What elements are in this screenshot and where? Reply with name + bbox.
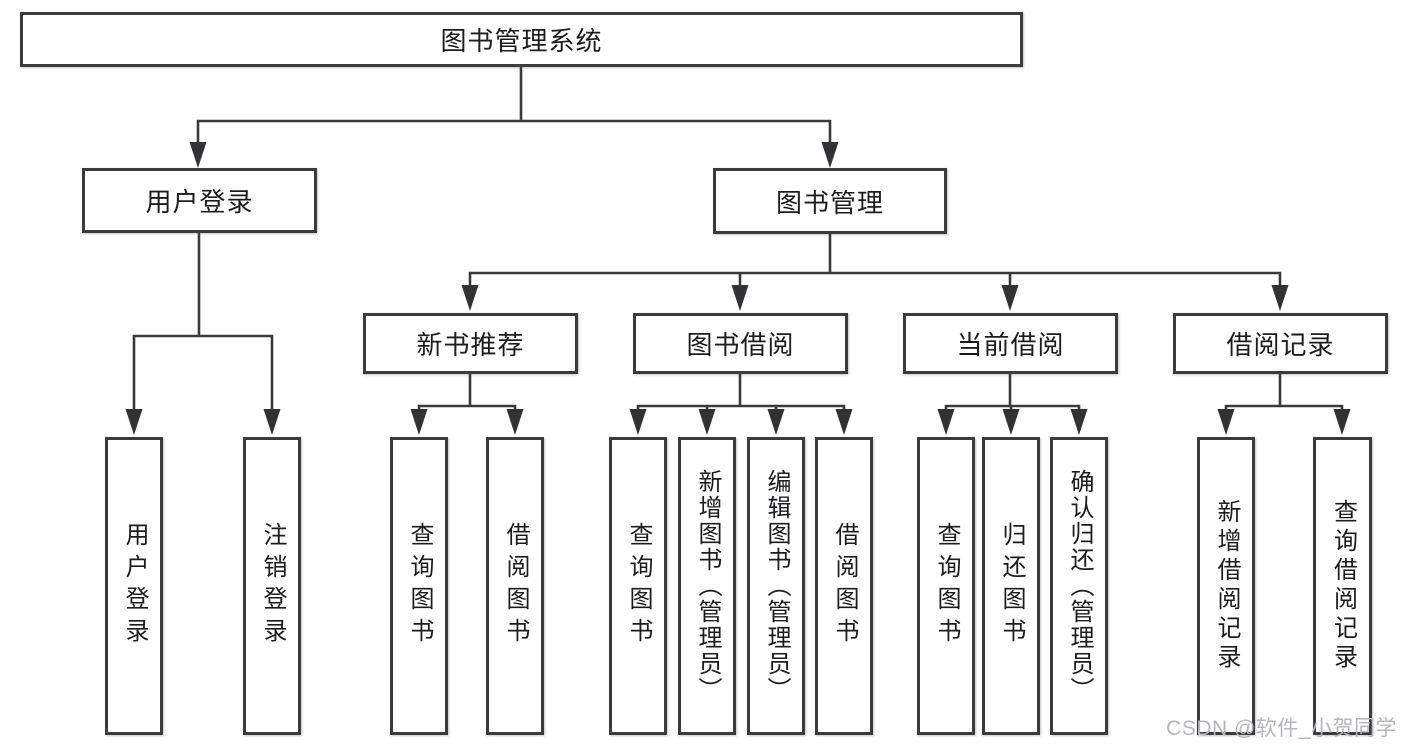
- leaf-label: 查询借阅记录: [1329, 499, 1357, 673]
- node-label: 图书管理系统: [440, 26, 603, 56]
- node-label: 当前借阅: [956, 330, 1065, 360]
- leaf-query-borrow-record: 查询借阅记录: [1313, 437, 1372, 735]
- leaf-label: 用户登录: [121, 522, 148, 650]
- leaf-confirm-return-admin: 确认归还（管理员）: [1050, 437, 1108, 735]
- leaf-label: 查询图书: [933, 522, 960, 650]
- leaf-label: 查询图书: [406, 522, 433, 650]
- leaf-label: 查询图书: [625, 522, 652, 650]
- node-label: 借阅记录: [1226, 330, 1335, 360]
- leaf-label: 注销登录: [259, 522, 286, 650]
- leaf-return-book: 归还图书: [982, 437, 1040, 735]
- node-book-borrowing: 图书借阅: [633, 313, 848, 374]
- node-root-system: 图书管理系统: [20, 12, 1023, 67]
- leaf-user-login: 用户登录: [105, 437, 163, 735]
- leaf-label: 归还图书: [998, 522, 1025, 650]
- leaf-label: 借阅图书: [502, 522, 529, 650]
- leaf-edit-book-admin: 编辑图书（管理员）: [747, 437, 805, 735]
- leaf-label: 新增借阅记录: [1213, 499, 1240, 673]
- node-label: 用户登录: [145, 187, 254, 217]
- leaf-label: 编辑图书（管理员）: [763, 469, 790, 703]
- leaf-label: 确认归还（管理员）: [1066, 469, 1093, 703]
- csdn-watermark: CSDN @软件_小贺同学: [1166, 717, 1397, 740]
- leaf-borrow-books-borrowing: 借阅图书: [815, 437, 873, 735]
- leaf-query-books-borrowing: 查询图书: [609, 437, 667, 735]
- node-label: 图书借阅: [686, 330, 795, 360]
- connector-user-login-split: [125, 233, 281, 435]
- leaf-add-book-admin: 新增图书（管理员）: [678, 437, 736, 735]
- leaf-label: 借阅图书: [831, 522, 858, 650]
- leaf-add-borrow-record: 新增借阅记录: [1197, 437, 1255, 735]
- connector-borrowing-records-split: [1217, 374, 1351, 435]
- leaf-borrow-books-recommend: 借阅图书: [486, 437, 544, 735]
- node-label: 新书推荐: [416, 330, 525, 360]
- node-book-management-branch: 图书管理: [713, 168, 947, 234]
- connector-root-split: [189, 67, 839, 168]
- leaf-label: 新增图书（管理员）: [694, 469, 721, 703]
- connector-book-borrowing-split: [629, 374, 853, 435]
- leaf-logout: 注销登录: [243, 437, 301, 735]
- node-borrowing-records: 借阅记录: [1173, 313, 1388, 374]
- connector-book-management-split: [461, 234, 1289, 311]
- connector-current-borrowing-split: [937, 374, 1088, 435]
- node-label: 图书管理: [775, 187, 884, 218]
- node-current-borrowing: 当前借阅: [903, 313, 1118, 374]
- node-new-book-recommendation: 新书推荐: [363, 313, 578, 374]
- leaf-query-books-current: 查询图书: [917, 437, 975, 735]
- node-user-login-branch: 用户登录: [82, 168, 317, 233]
- leaf-query-books-recommend: 查询图书: [390, 437, 448, 735]
- connector-new-book-split: [410, 374, 524, 435]
